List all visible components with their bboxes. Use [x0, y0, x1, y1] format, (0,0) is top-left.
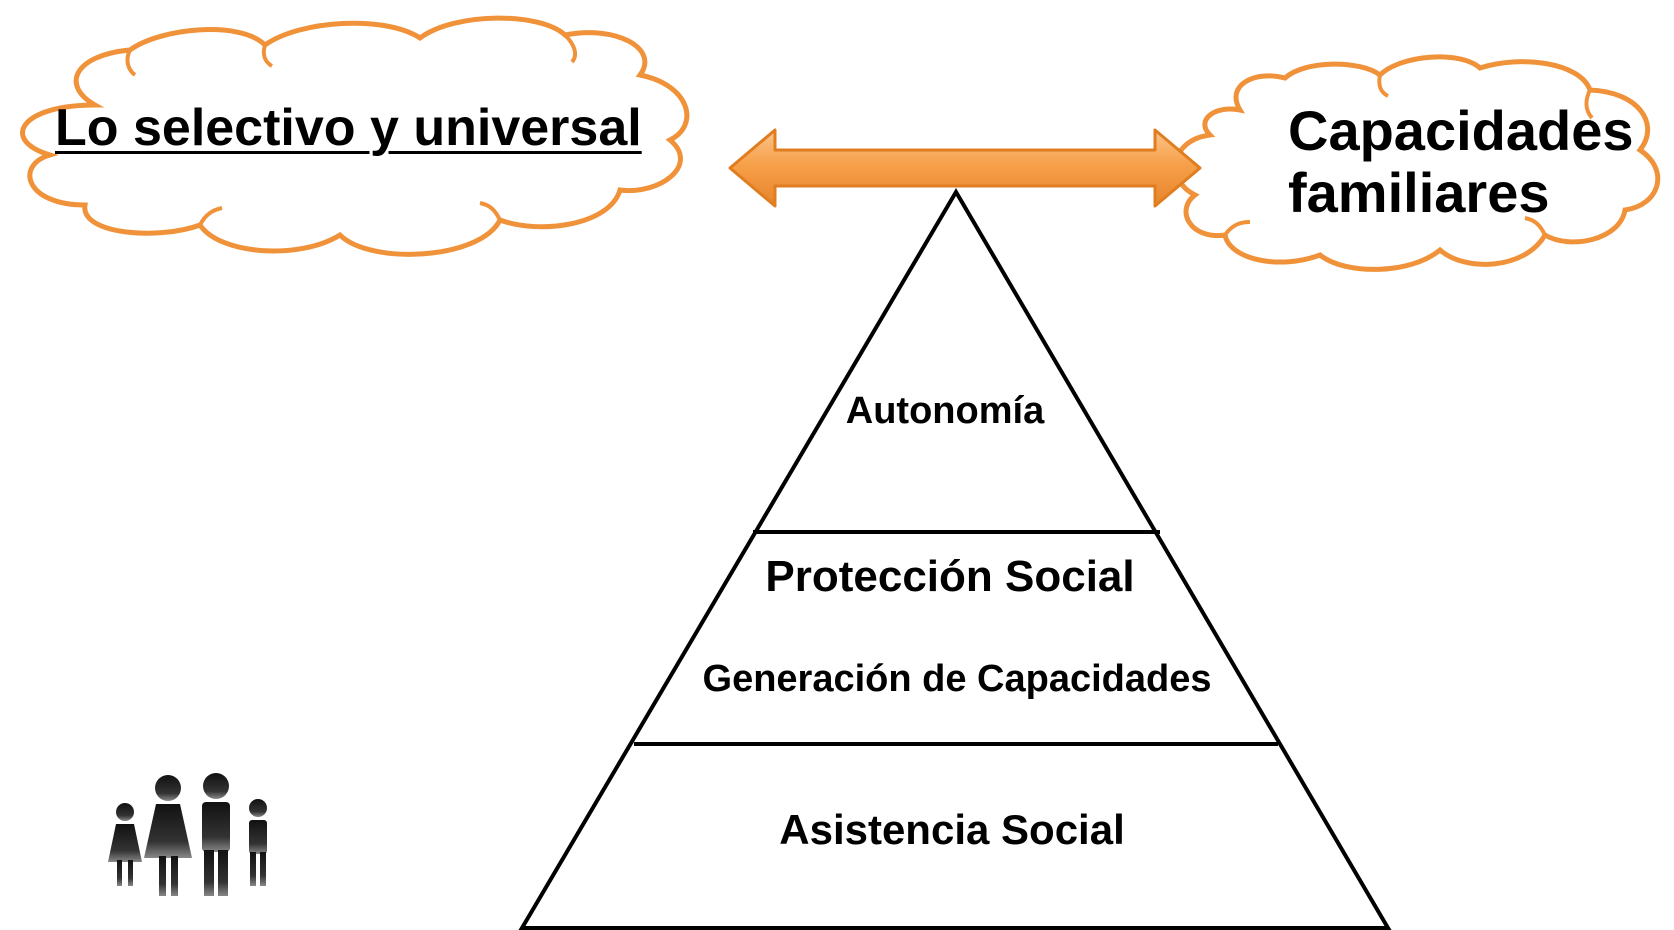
right-cloud-title-line1: Capacidades: [1288, 99, 1634, 162]
family-silhouette-icon: [108, 773, 267, 896]
pyramid-tier-bottom-label: Asistencia Social: [779, 806, 1125, 853]
pyramid-tier-middle-sublabel: Generación de Capacidades: [702, 658, 1212, 700]
pyramid-tier-middle-label: Protección Social: [765, 552, 1135, 601]
double-headed-arrow-icon: [728, 128, 1202, 208]
pyramid-outline: [518, 188, 1392, 930]
pyramid: [518, 188, 1392, 930]
right-cloud-shape: [1173, 54, 1661, 272]
left-cloud-shape: [20, 15, 690, 257]
right-cloud-title-line2: familiares: [1288, 161, 1550, 224]
pyramid-tier-top-label: Autonomía: [845, 390, 1045, 432]
right-cloud-title: Capacidades familiares: [1288, 100, 1634, 224]
left-cloud-title: Lo selectivo y universal: [55, 99, 642, 157]
